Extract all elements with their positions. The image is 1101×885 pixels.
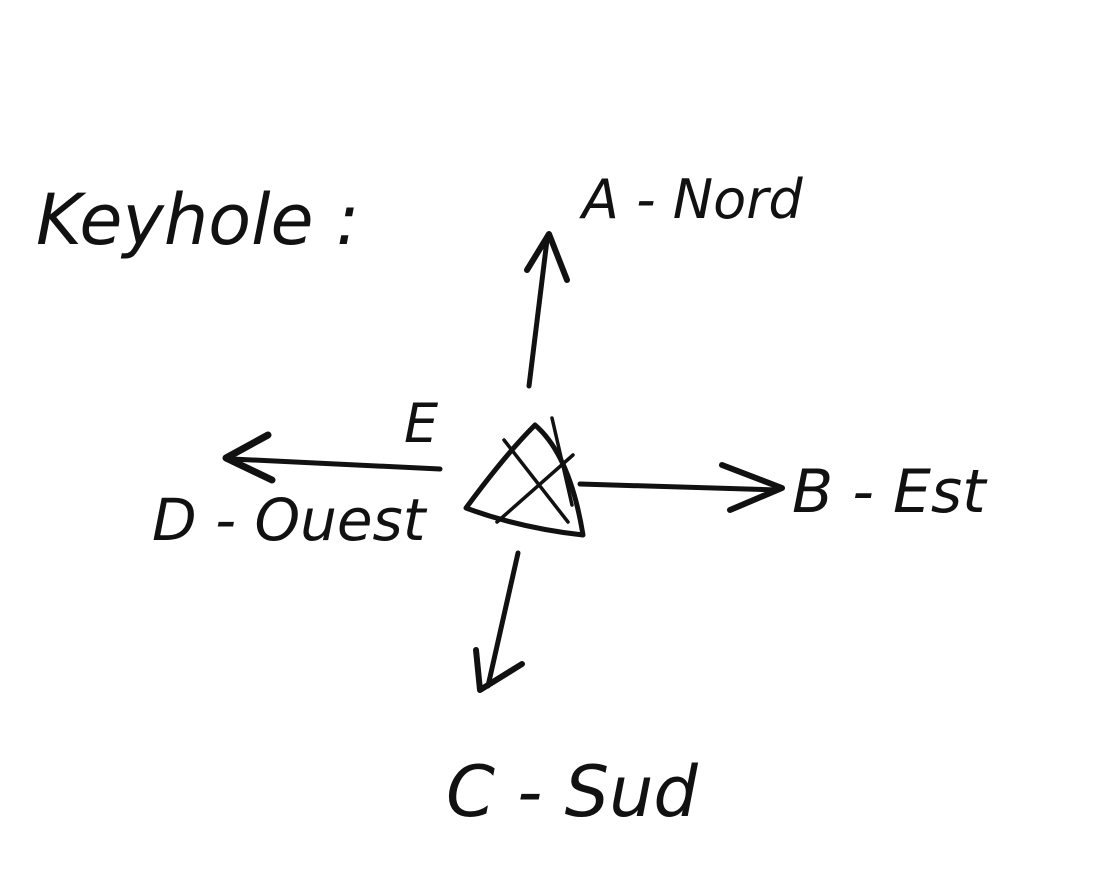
- label-east: B - Est: [792, 457, 988, 527]
- arrow-east-shaft: [577, 481, 781, 493]
- label-north: A - Nord: [579, 168, 803, 231]
- arrow-east-head: [719, 462, 785, 513]
- keyhole-symbol: [463, 416, 586, 538]
- center-label: E: [404, 392, 439, 455]
- arrow-west-head: [222, 431, 276, 484]
- arrow-south-shaft: [485, 550, 521, 689]
- arrow-west: [222, 431, 443, 484]
- arrow-west-shaft: [229, 456, 443, 472]
- arrow-east: [577, 462, 785, 513]
- arrow-north-head: [524, 231, 570, 283]
- arrow-north: [524, 231, 570, 389]
- keyhole-crosshatch: [495, 416, 575, 524]
- label-west: D - Ouest: [152, 486, 428, 554]
- diagram-title: Keyhole :: [36, 179, 359, 261]
- arrow-south-head: [473, 647, 525, 693]
- label-south: C - Sud: [446, 751, 698, 833]
- arrow-south: [473, 550, 525, 693]
- arrow-north-shaft: [526, 237, 550, 389]
